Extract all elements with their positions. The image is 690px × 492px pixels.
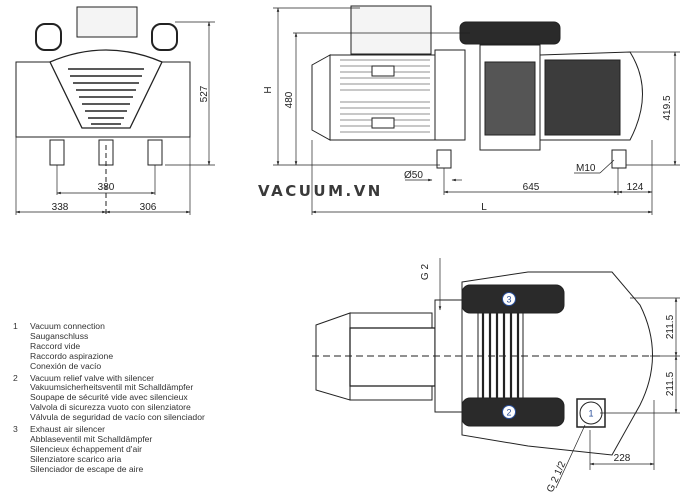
foot-left xyxy=(49,139,65,166)
side-view xyxy=(273,5,680,215)
dim-L: L xyxy=(481,202,487,213)
dim-419-5: 419.5 xyxy=(662,95,673,120)
legend-item-1: 1 Vacuum connection Sauganschluss Raccor… xyxy=(13,321,114,371)
callout-2: 2 xyxy=(502,405,516,419)
dim-480: 480 xyxy=(284,91,295,108)
terminal-box xyxy=(76,6,138,38)
svg-text:2: 2 xyxy=(506,408,511,418)
foot-side-right xyxy=(611,149,627,169)
svg-text:1: 1 xyxy=(588,409,593,419)
pump-fins xyxy=(544,59,621,136)
dim-124: 124 xyxy=(627,182,644,193)
dim-m10: M10 xyxy=(576,163,596,174)
cover-grille xyxy=(68,68,144,125)
dim-527: 527 xyxy=(199,85,210,102)
legend-item-2: 2 Vacuum relief valve with silencer Vaku… xyxy=(13,372,205,423)
dim-211-5-bottom: 211.5 xyxy=(665,371,676,396)
dim-228: 228 xyxy=(614,453,631,464)
silencer-left xyxy=(35,23,62,51)
m10-leader xyxy=(599,159,615,174)
legend: 1 Vacuum connection Sauganschluss Raccor… xyxy=(13,321,205,477)
silencer-right xyxy=(151,23,178,51)
dim-645: 645 xyxy=(523,182,540,193)
g2-1-2-leader xyxy=(555,424,586,489)
dim-306: 306 xyxy=(140,202,157,213)
callout-1: 1 xyxy=(588,409,593,419)
dim-d50: Ø50 xyxy=(404,170,423,181)
dim-H: H xyxy=(263,86,274,93)
watermark: VACUUM.VN xyxy=(258,182,383,200)
fan-hood xyxy=(311,54,331,141)
dim-338: 338 xyxy=(52,202,69,213)
dim-g2-1-2: G 2 1/2 xyxy=(545,459,569,492)
coupling xyxy=(434,49,466,141)
dim-g2: G 2 xyxy=(420,264,431,281)
silencer-top xyxy=(459,21,561,45)
dim-211-5-top: 211.5 xyxy=(665,314,676,339)
front-view xyxy=(15,6,215,215)
legend-item-3: 3 Exhaust air silencer Abblaseventil mit… xyxy=(13,424,153,474)
terminal-box-side xyxy=(350,5,432,55)
foot-right xyxy=(147,139,163,166)
fan-hood-top xyxy=(315,312,351,401)
callout-3: 3 xyxy=(502,292,516,306)
dim-380: 380 xyxy=(98,182,115,193)
svg-text:3: 3 xyxy=(506,295,511,305)
pump-grille xyxy=(484,61,536,136)
